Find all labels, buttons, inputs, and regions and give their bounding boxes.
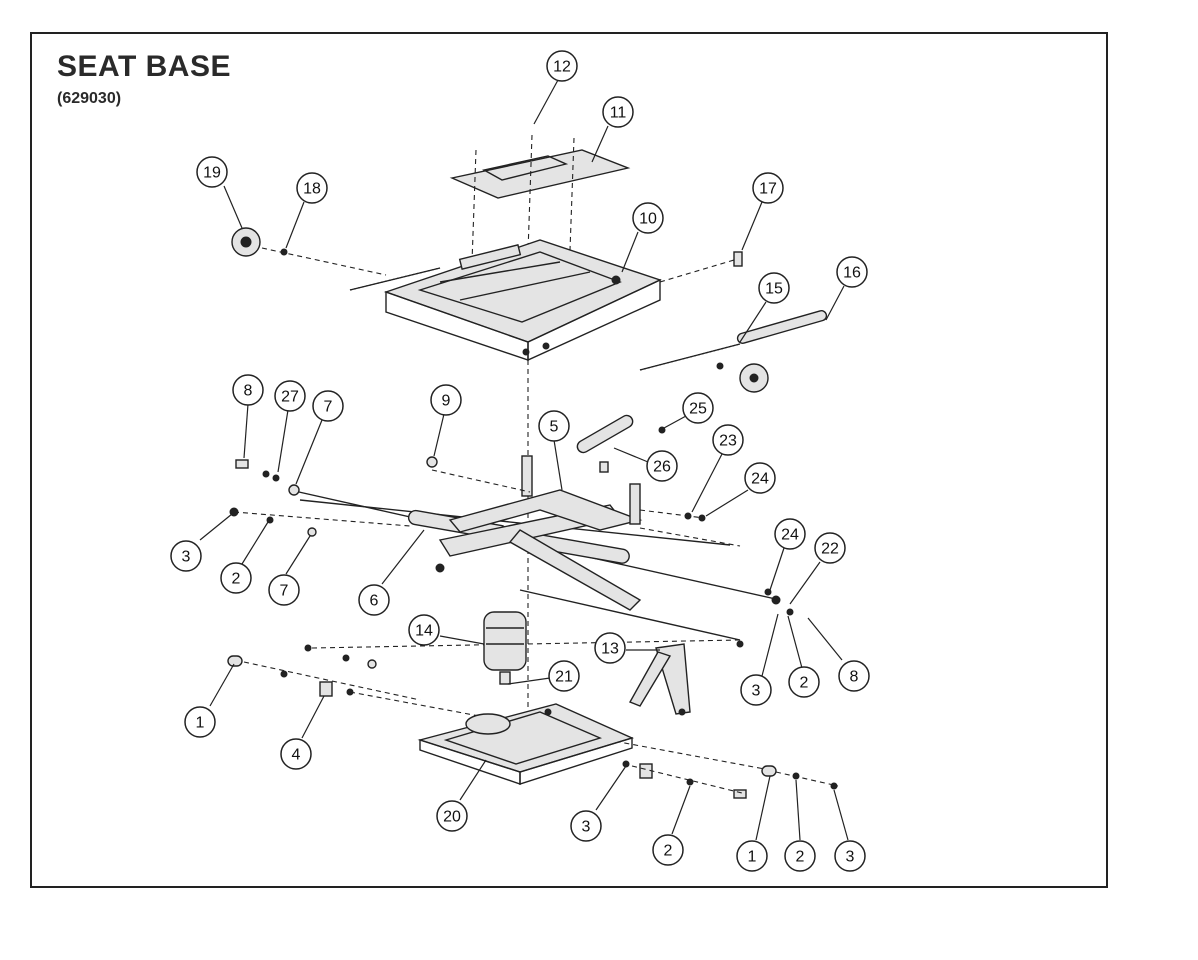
knob-right (716, 362, 769, 393)
callout-13: 13 (594, 632, 626, 664)
callout-label: 15 (765, 281, 783, 298)
callout-label: 18 (303, 181, 321, 198)
callout-7: 7 (312, 390, 344, 422)
callout-label: 24 (751, 471, 769, 488)
lower-hardware (227, 640, 771, 771)
callout-24: 24 (774, 518, 806, 550)
callout-14: 14 (408, 614, 440, 646)
nuts-23-24 (684, 512, 772, 596)
callout-label: 4 (292, 747, 301, 764)
scissor-mechanism (289, 455, 794, 649)
callout-label: 8 (850, 669, 859, 686)
base-plate (417, 703, 634, 785)
callout-3: 3 (570, 810, 602, 842)
callout-19: 19 (196, 156, 228, 188)
callout-18: 18 (296, 172, 328, 204)
callout-label: 24 (781, 527, 799, 544)
lever-13 (628, 643, 691, 716)
callout-17: 17 (752, 172, 784, 204)
callout-3: 3 (740, 674, 772, 706)
diagram-frame (30, 32, 1108, 888)
callout-label: 14 (415, 623, 433, 640)
bottom-hardware (622, 760, 839, 799)
rod-16 (736, 309, 828, 345)
callout-23: 23 (712, 424, 744, 456)
callout-label: 5 (550, 419, 559, 436)
top-plate (449, 134, 631, 263)
left-hardware-top (235, 459, 300, 496)
callout-label: 21 (555, 669, 573, 686)
callout-label: 17 (759, 181, 777, 198)
page-title: SEAT BASE (57, 50, 231, 83)
callout-1: 1 (736, 840, 768, 872)
callout-21: 21 (548, 660, 580, 692)
callout-label: 6 (370, 593, 379, 610)
callout-label: 2 (796, 849, 805, 866)
callout-label: 23 (719, 433, 737, 450)
callout-label: 22 (821, 541, 839, 558)
callout-20: 20 (436, 800, 468, 832)
callout-2: 2 (652, 834, 684, 866)
callout-label: 10 (639, 211, 657, 228)
callout-26: 26 (646, 450, 678, 482)
knob-left (231, 227, 387, 276)
right-spring (639, 343, 741, 371)
callout-15: 15 (758, 272, 790, 304)
callout-label: 11 (610, 105, 627, 122)
callout-3: 3 (834, 840, 866, 872)
callout-27: 27 (274, 380, 306, 412)
callout-label: 3 (182, 549, 191, 566)
callout-8: 8 (232, 374, 264, 406)
callout-3: 3 (170, 540, 202, 572)
callout-label: 3 (846, 849, 855, 866)
callout-label: 12 (553, 59, 571, 76)
callout-22: 22 (814, 532, 846, 564)
callout-9: 9 (430, 384, 462, 416)
callout-label: 8 (244, 383, 253, 400)
callout-label: 27 (281, 389, 299, 406)
callout-label: 1 (196, 715, 205, 732)
callout-5: 5 (538, 410, 570, 442)
pin-9 (426, 456, 438, 468)
clip-17 (659, 251, 743, 283)
callout-label: 7 (324, 399, 333, 416)
callout-16: 16 (836, 256, 868, 288)
callout-6: 6 (358, 584, 390, 616)
callout-7: 7 (268, 574, 300, 606)
callout-label: 19 (203, 165, 221, 182)
callout-12: 12 (546, 50, 578, 82)
callout-label: 9 (442, 393, 451, 410)
left-hardware-mid (229, 507, 411, 537)
callout-label: 2 (800, 675, 809, 692)
callout-2: 2 (784, 840, 816, 872)
callout-label: 1 (748, 849, 757, 866)
air-spring (483, 611, 527, 685)
callout-label: 2 (664, 843, 673, 860)
callout-4: 4 (280, 738, 312, 770)
callout-label: 13 (601, 641, 619, 658)
callout-label: 20 (443, 809, 461, 826)
part-number: (629030) (57, 90, 122, 107)
callout-25: 25 (682, 392, 714, 424)
callout-label: 25 (689, 401, 707, 418)
left-spring (349, 267, 441, 291)
callout-10: 10 (632, 202, 664, 234)
callout-label: 26 (653, 459, 671, 476)
callout-11: 11 (602, 96, 634, 128)
callout-label: 3 (752, 683, 761, 700)
gas-spring (576, 414, 666, 473)
callout-24: 24 (744, 462, 776, 494)
callout-label: 2 (232, 571, 241, 588)
callout-label: 16 (843, 265, 861, 282)
callout-1: 1 (184, 706, 216, 738)
seat-frame (383, 239, 662, 362)
callout-8: 8 (838, 660, 870, 692)
callout-label: 3 (582, 819, 591, 836)
callout-2: 2 (788, 666, 820, 698)
leader-lines (199, 79, 849, 841)
callout-label: 7 (280, 583, 289, 600)
callout-2: 2 (220, 562, 252, 594)
